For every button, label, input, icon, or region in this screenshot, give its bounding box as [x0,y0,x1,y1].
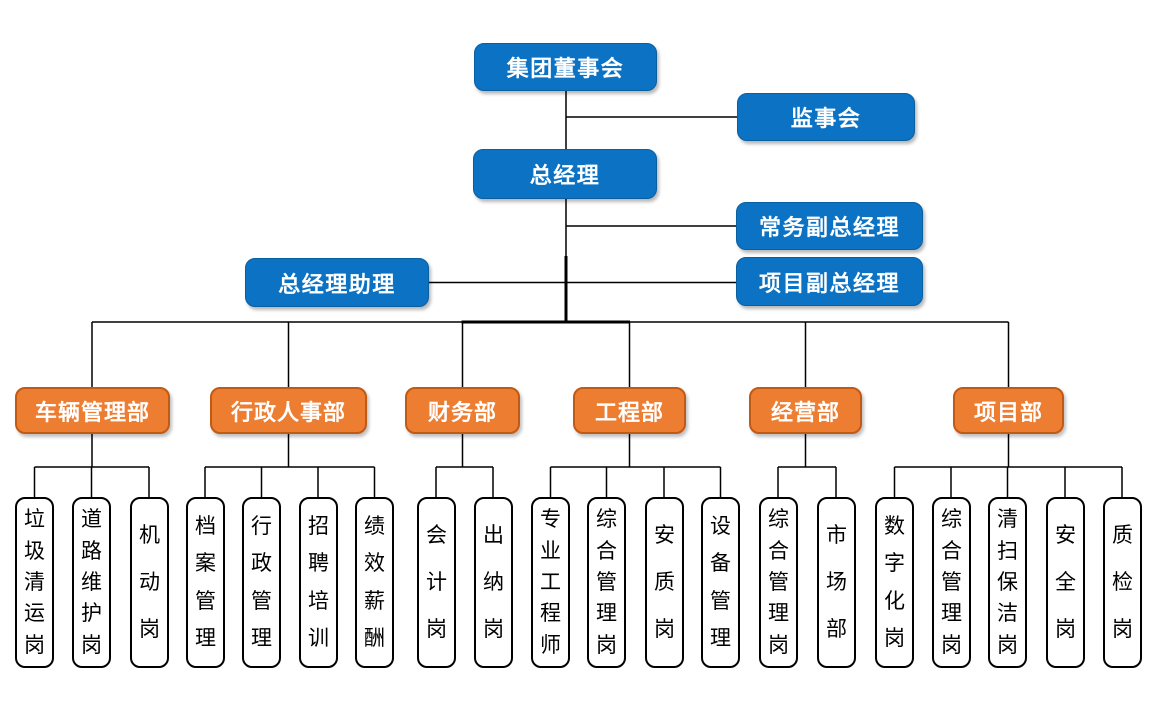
post-safety: 安全岗 [1046,497,1085,668]
post-safety-quality: 安质岗 [645,497,684,668]
post-equipment-mgmt: 设备管理 [701,497,740,668]
post-mobile: 机动岗 [130,497,169,668]
node-dept-operations: 经营部 [749,387,862,434]
post-garbage-collection: 垃圾清运岗 [15,497,54,668]
post-cleaning: 清扫保洁岗 [988,497,1027,668]
post-general-mgmt-ops: 综合管理岗 [759,497,798,668]
node-dept-engineering: 工程部 [573,387,686,434]
post-general-mgmt-proj: 综合管理岗 [932,497,971,668]
node-executive-deputy-gm: 常务副总经理 [736,202,923,250]
node-board-of-directors: 集团董事会 [474,43,657,91]
post-admin-mgmt: 行政管理 [242,497,281,668]
post-accounting: 会计岗 [417,497,456,668]
node-project-deputy-gm: 项目副总经理 [736,257,923,306]
node-dept-admin-hr: 行政人事部 [210,387,367,434]
node-gm-assistant: 总经理助理 [245,258,429,307]
post-archives-mgmt: 档案管理 [186,497,225,668]
node-dept-vehicle-mgmt: 车辆管理部 [15,387,170,434]
post-cashier: 出纳岗 [474,497,513,668]
post-professional-engineer: 专业工程师 [531,497,570,668]
node-supervisory-board: 监事会 [737,93,915,141]
node-dept-project: 项目部 [953,387,1064,434]
post-road-maintenance: 道路维护岗 [72,497,111,668]
post-general-mgmt-eng: 综合管理岗 [587,497,626,668]
node-general-manager: 总经理 [473,149,657,199]
post-recruit-training: 招聘培训 [299,497,338,668]
post-performance-comp: 绩效薪酬 [355,497,394,668]
post-quality-inspection: 质检岗 [1103,497,1142,668]
post-market-dept: 市场部 [817,497,856,668]
post-digitalization: 数字化岗 [875,497,914,668]
node-dept-finance: 财务部 [405,387,520,434]
